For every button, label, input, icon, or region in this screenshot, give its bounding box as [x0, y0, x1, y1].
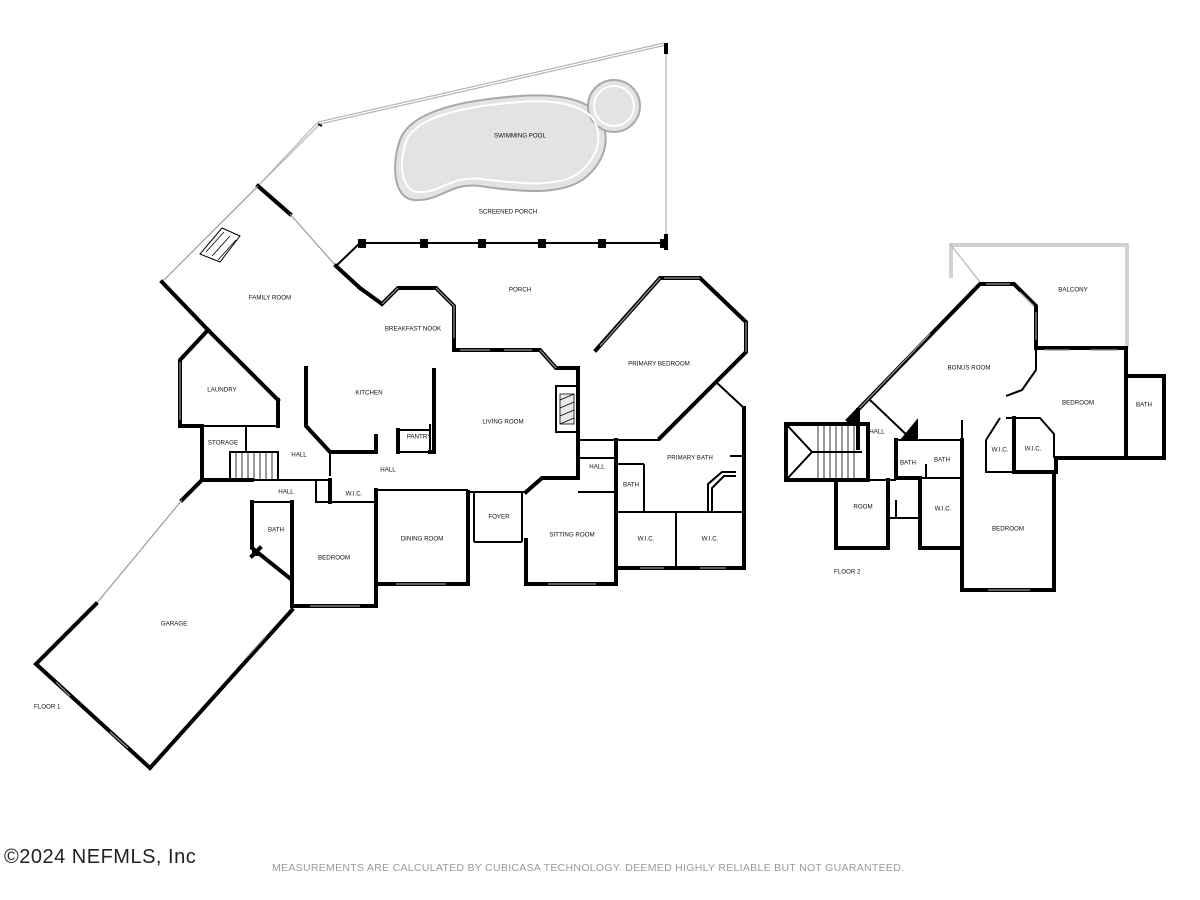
- room-label-pantry: PANTRY: [407, 434, 432, 441]
- room-label-laundry: LAUNDRY: [207, 387, 236, 394]
- room-label-wic-b: W.I.C.: [1025, 446, 1042, 453]
- room-label-hall: HALL: [869, 429, 885, 436]
- room-label-dining-room: DINING ROOM: [401, 536, 444, 543]
- room-label-wic-bath-a: W.I.C.: [638, 536, 655, 543]
- room-label-screened-porch: SCREENED PORCH: [479, 209, 537, 216]
- room-label-hall-lower: HALL: [278, 489, 294, 496]
- room-label-bath-upper: BATH: [1136, 402, 1152, 409]
- room-label-hall-left: HALL: [291, 452, 307, 459]
- floor-1-labels: SWIMMING POOL SCREENED PORCH PORCH FAMIL…: [161, 133, 719, 628]
- porch-posts: [335, 239, 668, 267]
- room-label-balcony: BALCONY: [1058, 287, 1088, 294]
- room-label-family-room: FAMILY ROOM: [249, 295, 291, 302]
- room-label-primary-bath: PRIMARY BATH: [667, 455, 713, 462]
- room-label-bedroom-upper: BEDROOM: [1062, 400, 1094, 407]
- floor-2-plan: FLOOR 2 BALCONY BONUS ROOM BEDROOM BATH …: [784, 243, 1166, 592]
- room-label-living-room: LIVING ROOM: [482, 419, 523, 426]
- room-label-bath-left: BATH: [268, 527, 284, 534]
- floor-1-plan: FLOOR 1 SWIMMING POOL SCREENED PORCH POR…: [33, 42, 748, 771]
- swimming-pool: [394, 79, 641, 202]
- room-label-wic-left: W.I.C.: [346, 491, 363, 498]
- copyright-watermark: ©2024 NEFMLS, Inc: [4, 846, 197, 868]
- room-label-hall-right: HALL: [589, 464, 605, 471]
- floor-1-walls: [33, 183, 748, 771]
- room-label-kitchen: KITCHEN: [355, 390, 382, 397]
- room-label-wic-a: W.I.C.: [992, 447, 1009, 454]
- room-label-foyer: FOYER: [488, 514, 510, 521]
- measurement-disclaimer: MEASUREMENTS ARE CALCULATED BY CUBICASA …: [272, 862, 905, 874]
- room-label-bedroom-lower: BEDROOM: [992, 526, 1024, 533]
- room-label-bath-b: BATH: [934, 457, 950, 464]
- floor-2-label: FLOOR 2: [834, 569, 861, 576]
- room-label-porch: PORCH: [509, 287, 531, 294]
- room-label-storage: STORAGE: [208, 440, 238, 447]
- room-label-wic-c: W.I.C.: [935, 506, 952, 513]
- room-label-primary-bedroom: PRIMARY BEDROOM: [628, 361, 690, 368]
- room-label-bonus-room: BONUS ROOM: [948, 365, 991, 372]
- floor-2-labels: BALCONY BONUS ROOM BEDROOM BATH HALL W.I…: [853, 287, 1152, 533]
- room-label-hall-center: HALL: [380, 467, 396, 474]
- room-label-sitting-room: SITTING ROOM: [549, 532, 594, 539]
- fireplace-family: [199, 227, 241, 263]
- room-label-bath-a: BATH: [900, 460, 916, 467]
- room-label-bath-small: BATH: [623, 482, 639, 489]
- floor-2-walls: [784, 243, 1166, 592]
- floor-1-label: FLOOR 1: [34, 704, 61, 711]
- room-label-bedroom: BEDROOM: [318, 555, 350, 562]
- room-label-wic-bath-b: W.I.C.: [702, 536, 719, 543]
- room-label-breakfast-nook: BREAKFAST NOOK: [385, 326, 442, 333]
- room-label-garage: GARAGE: [161, 621, 187, 628]
- room-label-swimming-pool: SWIMMING POOL: [494, 133, 546, 140]
- room-label-room: ROOM: [853, 504, 872, 511]
